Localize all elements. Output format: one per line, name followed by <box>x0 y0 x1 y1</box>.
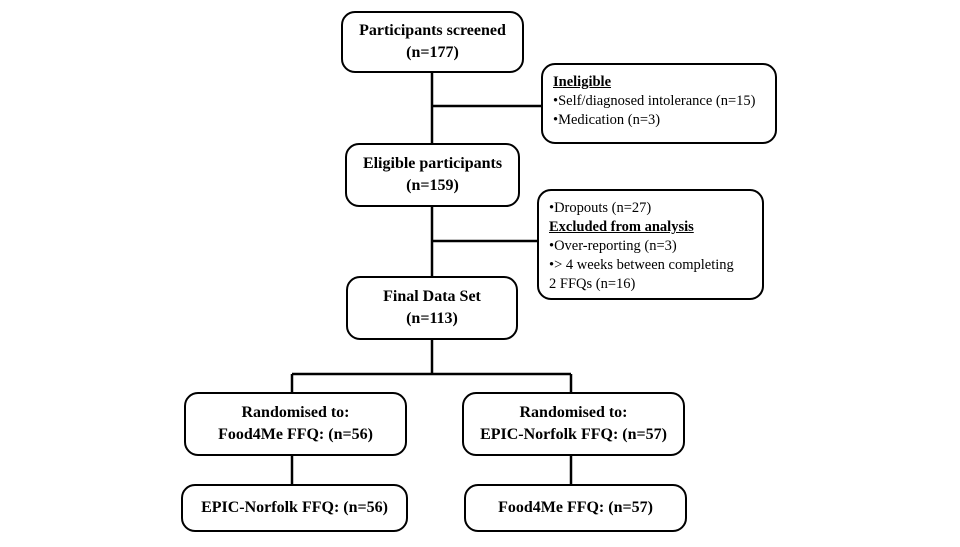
screened-title: Participants screened <box>359 22 506 39</box>
eligible-count: (n=159) <box>406 177 459 194</box>
eligible-participants-box: Eligible participants (n=159) <box>345 143 520 207</box>
excluded-heading: Excluded from analysis <box>549 219 694 235</box>
eligible-title: Eligible participants <box>362 155 503 172</box>
excluded-item: •> 4 weeks between completing <box>549 257 734 273</box>
final-title: Final Data Set <box>383 288 481 305</box>
right-randomised-box: Randomised to: EPIC-Norfolk FFQ: (n=57) <box>462 392 685 456</box>
final-data-set-box: Final Data Set (n=113) <box>346 276 518 340</box>
left-second-ffq: EPIC-Norfolk FFQ: (n=56) <box>201 499 388 516</box>
left-randomised-box: Randomised to: Food4Me FFQ: (n=56) <box>184 392 407 456</box>
participants-screened-box: Participants screened (n=177) <box>341 11 524 73</box>
left-randomised-title: Randomised to: <box>241 404 350 421</box>
ineligible-box: Ineligible •Self/diagnosed intolerance (… <box>541 63 777 144</box>
excluded-box: •Dropouts (n=27) Excluded from analysis … <box>537 189 764 300</box>
screened-count: (n=177) <box>406 44 459 61</box>
ineligible-item: •Medication (n=3) <box>553 112 661 128</box>
ineligible-heading: Ineligible <box>553 74 612 90</box>
right-first-ffq: EPIC-Norfolk FFQ: (n=57) <box>480 426 667 443</box>
dropouts-item: •Dropouts (n=27) <box>549 200 652 216</box>
final-count: (n=113) <box>406 310 458 327</box>
ineligible-item: •Self/diagnosed intolerance (n=15) <box>553 93 756 109</box>
right-second-ffq: Food4Me FFQ: (n=57) <box>498 499 653 516</box>
left-second-ffq-box: EPIC-Norfolk FFQ: (n=56) <box>181 484 408 532</box>
right-randomised-title: Randomised to: <box>519 404 628 421</box>
excluded-item: •Over-reporting (n=3) <box>549 238 677 254</box>
excluded-item: 2 FFQs (n=16) <box>549 276 636 292</box>
right-second-ffq-box: Food4Me FFQ: (n=57) <box>464 484 687 532</box>
left-first-ffq: Food4Me FFQ: (n=56) <box>218 426 373 443</box>
